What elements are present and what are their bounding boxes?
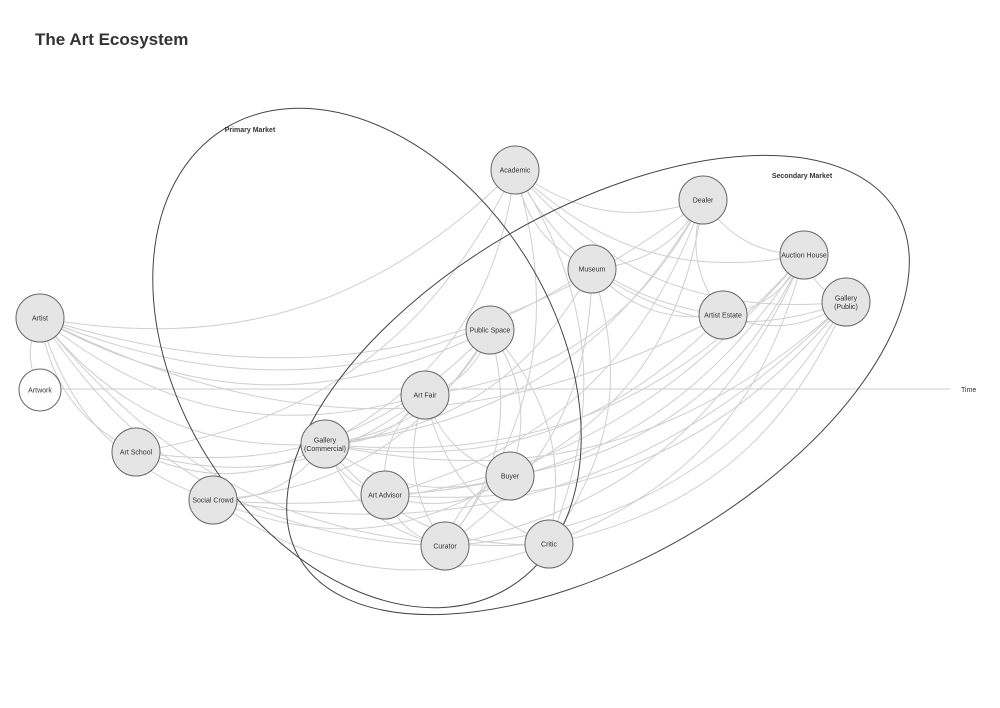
node-museum-label: Museum xyxy=(579,267,606,274)
node-artwork[interactable]: Artwork xyxy=(18,368,62,412)
node-museum-circle xyxy=(567,244,617,294)
edge-art-advisor-auction-house xyxy=(384,254,805,496)
edge-social-crowd-public-space xyxy=(212,329,491,501)
node-curator-label: Curator xyxy=(433,544,457,551)
edge-critic-public-space xyxy=(489,329,557,545)
edge-curator-academic xyxy=(444,169,538,547)
edge-art-school-gallery-commercial xyxy=(135,443,326,475)
node-buyer-label: Buyer xyxy=(501,474,520,481)
node-gallery-commercial-circle xyxy=(300,419,350,469)
node-auction-house-label: Auction House xyxy=(781,253,827,260)
node-auction-house[interactable]: Auction House xyxy=(779,230,829,280)
node-social-crowd-label: Social Crowd xyxy=(192,498,233,505)
node-gallery-commercial-label: (Commercial) xyxy=(304,446,346,453)
secondary-market-outline xyxy=(286,154,910,616)
edge-artist-social-crowd xyxy=(39,317,214,501)
node-artist-estate-circle xyxy=(698,290,748,340)
primary-market-outline xyxy=(152,107,582,609)
edge-gallery-commercial-dealer xyxy=(324,199,704,445)
node-gallery-commercial[interactable]: Gallery (Commercial) xyxy=(300,419,350,469)
edge-critic-auction-house xyxy=(548,254,805,545)
node-critic-circle xyxy=(524,519,574,569)
node-artwork-circle xyxy=(18,368,62,412)
node-art-advisor-circle xyxy=(360,470,410,520)
node-artist[interactable]: Artist xyxy=(15,293,65,343)
node-art-fair-label: Art Fair xyxy=(414,393,438,400)
edge-buyer-auction-house xyxy=(509,254,805,477)
edge-social-crowd-critic xyxy=(212,499,550,571)
node-curator-circle xyxy=(420,521,470,571)
edge-art-school-art-fair xyxy=(135,394,426,468)
node-museum[interactable]: Museum xyxy=(567,244,617,294)
edge-academic-dealer xyxy=(514,169,704,213)
edge-academic-auction-house xyxy=(514,169,805,264)
node-critic-label: Critic xyxy=(541,542,557,549)
node-art-school[interactable]: Art School xyxy=(111,427,161,477)
edge-curator-museum xyxy=(444,268,593,547)
node-artist-circle xyxy=(15,293,65,343)
edge-gallery-commercial-critic xyxy=(324,443,550,546)
edge-artist-academic xyxy=(39,169,516,330)
node-gallery-public-label: (Public) xyxy=(834,304,858,311)
node-dealer[interactable]: Dealer xyxy=(678,175,728,225)
edge-academic-gallery-public xyxy=(514,169,847,305)
edge-critic-gallery-public xyxy=(548,301,847,545)
edge-artist-museum xyxy=(39,268,593,371)
edge-gallery-commercial-auction-house xyxy=(324,254,805,449)
node-gallery-public[interactable]: Gallery (Public) xyxy=(821,277,871,327)
node-art-advisor-label: Art Advisor xyxy=(368,493,403,500)
edge-layer xyxy=(29,169,847,571)
edge-art-advisor-gallery-public xyxy=(384,301,847,498)
edge-art-school-academic xyxy=(135,169,516,453)
node-public-space-label: Public Space xyxy=(470,328,511,335)
edge-artist-critic xyxy=(39,317,550,546)
node-public-space[interactable]: Public Space xyxy=(465,305,515,355)
node-gallery-commercial-label: Gallery xyxy=(314,437,337,444)
node-art-school-circle xyxy=(111,427,161,477)
node-artist-label: Artist xyxy=(32,316,48,323)
edge-artist-gallery-commercial xyxy=(39,317,326,446)
node-critic[interactable]: Critic xyxy=(524,519,574,569)
edge-artist-art-fair xyxy=(39,317,426,416)
edge-buyer-dealer xyxy=(509,199,704,477)
edge-curator-public-space xyxy=(444,329,502,547)
node-academic-circle xyxy=(490,145,540,195)
node-curator[interactable]: Curator xyxy=(420,521,470,571)
node-buyer[interactable]: Buyer xyxy=(485,451,535,501)
edge-curator-gallery-public xyxy=(444,301,847,547)
secondary-market-label: Secondary Market xyxy=(772,173,833,180)
edge-gallery-commercial-artist-estate xyxy=(324,314,724,453)
node-gallery-public-label: Gallery xyxy=(835,295,858,302)
edge-gallery-commercial-museum xyxy=(324,268,593,445)
node-artist-estate[interactable]: Artist Estate xyxy=(698,290,748,340)
node-gallery-public-circle xyxy=(821,277,871,327)
edge-artist-artist-estate xyxy=(39,314,724,410)
node-art-fair[interactable]: Art Fair xyxy=(400,370,450,420)
time-axis-label: Time xyxy=(961,387,976,394)
edge-curator-auction-house xyxy=(444,254,805,547)
edge-artist-public-space xyxy=(39,317,491,386)
node-academic[interactable]: Academic xyxy=(490,145,540,195)
node-art-advisor[interactable]: Art Advisor xyxy=(360,470,410,520)
edge-gallery-commercial-academic xyxy=(324,169,516,445)
node-academic-label: Academic xyxy=(500,168,531,175)
page-title: The Art Ecosystem xyxy=(35,30,189,49)
edge-critic-museum xyxy=(548,268,612,545)
node-artist-estate-label: Artist Estate xyxy=(704,313,742,320)
node-buyer-circle xyxy=(485,451,535,501)
node-art-school-label: Art School xyxy=(120,450,153,457)
node-dealer-label: Dealer xyxy=(693,198,714,205)
node-social-crowd-circle xyxy=(188,475,238,525)
edge-art-fair-dealer xyxy=(424,199,704,396)
node-dealer-circle xyxy=(678,175,728,225)
edge-critic-academic xyxy=(514,169,585,545)
node-auction-house-circle xyxy=(779,230,829,280)
node-art-fair-circle xyxy=(400,370,450,420)
node-artwork-label: Artwork xyxy=(28,388,52,395)
primary-market-label: Primary Market xyxy=(225,127,276,134)
node-social-crowd[interactable]: Social Crowd xyxy=(188,475,238,525)
node-public-space-circle xyxy=(465,305,515,355)
